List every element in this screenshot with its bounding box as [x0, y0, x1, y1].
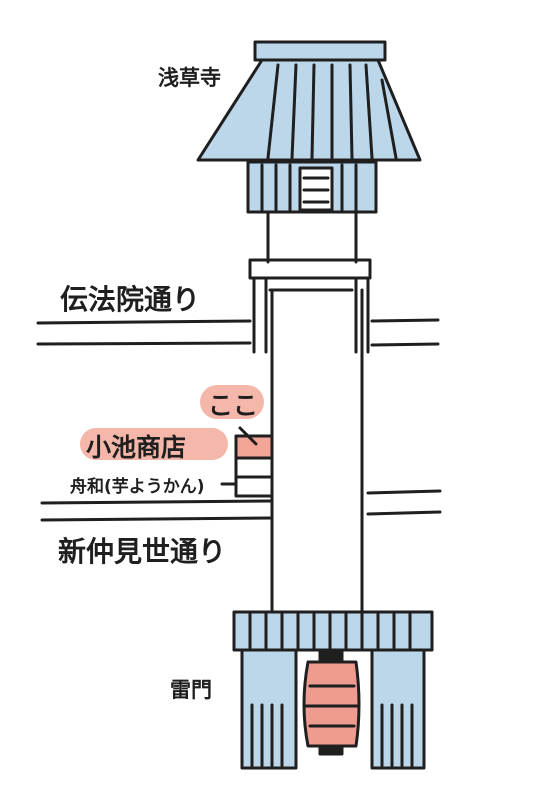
funawa-shop-block	[234, 456, 274, 498]
here-label: ここ	[208, 391, 259, 420]
lantern	[302, 648, 361, 756]
temple-building	[196, 40, 422, 264]
funawa-label: 舟和(芋ようかん)	[70, 477, 205, 497]
shin-nakamise-street	[40, 489, 442, 522]
kaminarimon-gate	[232, 610, 434, 770]
shin-nakamise-street-label: 新仲見世通り	[58, 535, 227, 568]
senso-ji-label: 浅草寺	[158, 66, 221, 90]
here-highlight	[200, 385, 264, 419]
shop-highlight	[80, 428, 228, 460]
koike-shop-label: 小池商店	[86, 433, 187, 462]
koike-shop-block	[234, 434, 274, 460]
denboin-street-label: 伝法院通り	[60, 283, 201, 316]
here-pointer	[238, 426, 258, 446]
approach-road	[270, 288, 364, 612]
kaminarimon-label: 雷門	[170, 678, 212, 702]
denboin-street	[36, 318, 440, 347]
inner-gate	[248, 258, 372, 354]
